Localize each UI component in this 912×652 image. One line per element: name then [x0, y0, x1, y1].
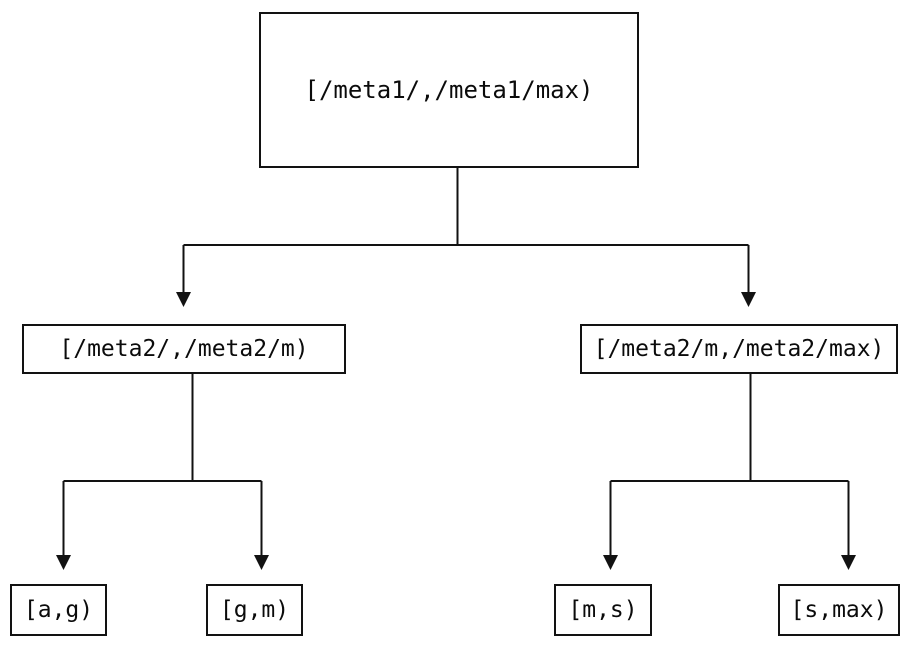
- node-leaf-m-s[interactable]: [m,s): [554, 584, 652, 636]
- node-leaf-g-m-label: [g,m): [219, 596, 290, 623]
- node-root[interactable]: [/meta1/,/meta1/max): [259, 12, 639, 168]
- arrowhead-icon-m-s: [603, 555, 618, 570]
- node-leaf-a-g-label: [a,g): [23, 596, 94, 623]
- arrowhead-icon-s-max: [841, 555, 856, 570]
- node-mid-left-label: [/meta2/,/meta2/m): [59, 335, 309, 362]
- node-leaf-a-g[interactable]: [a,g): [10, 584, 107, 636]
- node-mid-right[interactable]: [/meta2/m,/meta2/max): [580, 324, 898, 374]
- node-leaf-g-m[interactable]: [g,m): [206, 584, 303, 636]
- arrowhead-icon-g-m: [254, 555, 269, 570]
- arrowhead-icon-mid-right: [741, 292, 756, 307]
- node-root-label: [/meta1/,/meta1/max): [304, 76, 594, 104]
- arrowhead-icon-a-g: [56, 555, 71, 570]
- node-leaf-s-max[interactable]: [s,max): [778, 584, 900, 636]
- arrowhead-icon-mid-left: [176, 292, 191, 307]
- node-mid-left[interactable]: [/meta2/,/meta2/m): [22, 324, 346, 374]
- node-mid-right-label: [/meta2/m,/meta2/max): [593, 335, 885, 362]
- node-leaf-s-max-label: [s,max): [790, 596, 888, 623]
- node-leaf-m-s-label: [m,s): [568, 596, 638, 623]
